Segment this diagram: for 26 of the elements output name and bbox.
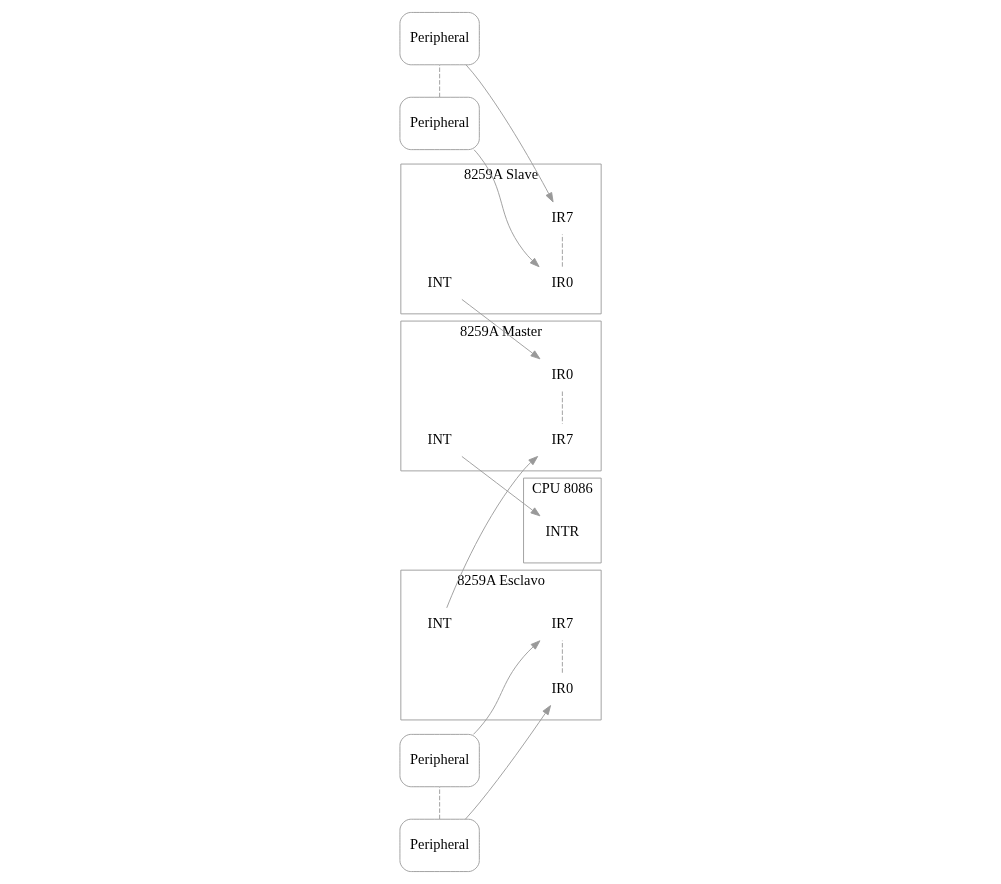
arrow: [460, 298, 540, 360]
arrow: [472, 640, 540, 735]
node-text: INTR: [545, 522, 579, 539]
arrow: [460, 456, 540, 517]
connector: [561, 391, 563, 425]
node-box: Peripheral: [399, 96, 480, 151]
node-text: IR0: [551, 679, 573, 696]
node-text: IR0: [551, 365, 573, 382]
node-text: INT: [427, 430, 452, 447]
node-text: IR0: [551, 273, 573, 290]
node-box: Peripheral: [399, 733, 480, 788]
node-text: IR7: [551, 208, 573, 225]
arrow: [464, 705, 551, 820]
connector: [438, 786, 440, 820]
connector: [561, 640, 563, 674]
node-text: IR7: [551, 430, 573, 447]
arrow: [473, 149, 540, 268]
node-text: INT: [427, 614, 452, 631]
node-box: Peripheral: [399, 12, 480, 66]
connector: [561, 234, 563, 268]
connector: [438, 64, 440, 98]
node-text: INT: [427, 273, 452, 290]
arrow: [445, 456, 538, 609]
node-text: IR7: [551, 614, 573, 631]
arrow: [465, 64, 554, 203]
node-box: Peripheral: [399, 818, 480, 872]
